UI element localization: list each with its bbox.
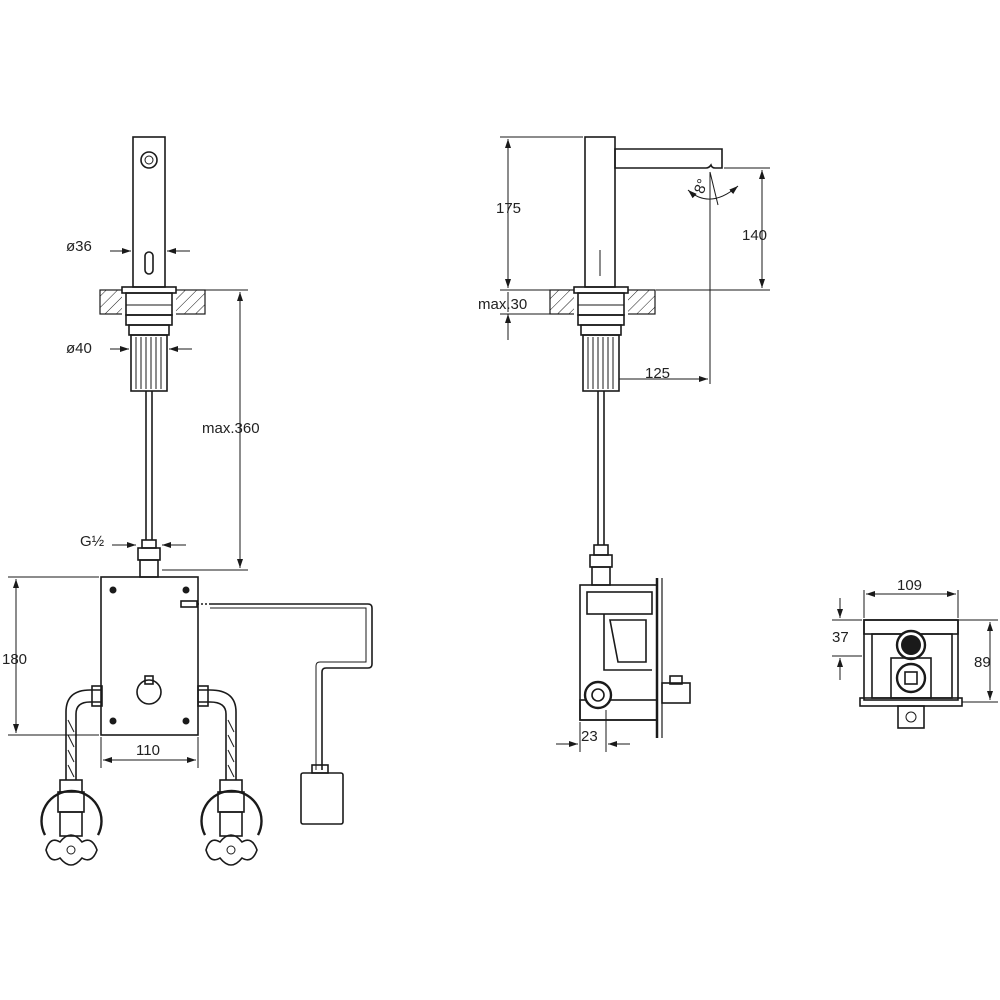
- dim-depth-label: 89: [974, 654, 991, 671]
- dim-height: 175: [496, 136, 583, 288]
- right-stop-valve: [200, 789, 263, 866]
- dim-counter-thickness: max.30: [478, 289, 550, 340]
- faucet-body-front: [121, 136, 177, 294]
- dim-outlet-height-label: 140: [742, 227, 767, 244]
- supply-hose-side: [589, 391, 613, 586]
- right-inlet-pipe: [197, 685, 243, 793]
- dim-spray-angle: 8°: [687, 171, 739, 206]
- faucet-base-front: [125, 292, 173, 392]
- dim-flange-label: 37: [832, 629, 849, 646]
- faucet-body-side: [573, 136, 723, 294]
- dim-outlet-height: 140: [656, 167, 770, 291]
- dim-flange: 37: [832, 598, 862, 680]
- dim-valve-spacing-label: 110: [136, 742, 160, 759]
- dim-box-offset: 23: [556, 710, 630, 752]
- battery-pack: [300, 772, 344, 825]
- control-box-front: [100, 576, 199, 736]
- left-inlet-pipe: [59, 685, 103, 793]
- control-box-side: [579, 578, 691, 738]
- dim-box-offset-label: 23: [581, 728, 598, 745]
- dim-spout-diameter: ø36: [66, 238, 190, 255]
- supply-hose-front: [137, 391, 161, 578]
- dim-spout-diameter-label: ø36: [66, 238, 92, 255]
- left-stop-valve: [40, 789, 103, 866]
- dim-base-diameter: ø40: [66, 340, 192, 357]
- dim-hose-length-label: max.360: [202, 420, 260, 437]
- dim-height-label: 175: [496, 200, 521, 217]
- dim-hose-length: max.360: [162, 289, 260, 571]
- dim-width: 109: [863, 577, 959, 618]
- front-view: ø36 ø40 max.360 G½ 180: [2, 136, 373, 866]
- dim-connection: G½: [80, 533, 186, 550]
- faucet-base-side: [577, 292, 625, 392]
- dim-depth: 89: [958, 619, 998, 703]
- countertop-side: [549, 289, 656, 315]
- dim-width-label: 109: [897, 577, 922, 594]
- dim-connection-label: G½: [80, 533, 105, 550]
- sensor-cable: [197, 603, 373, 774]
- dim-counter-thickness-label: max.30: [478, 296, 527, 313]
- dim-spray-angle-label: 8°: [691, 177, 712, 196]
- dim-reach: 125: [619, 172, 711, 384]
- dim-valve-spacing: 110: [100, 737, 199, 768]
- dim-box-height-label: 180: [2, 651, 27, 668]
- side-view: 175 max.30 140 125 8°: [478, 136, 770, 752]
- dim-box-height: 180: [2, 576, 99, 736]
- dim-base-diameter-label: ø40: [66, 340, 92, 357]
- dim-reach-label: 125: [645, 365, 670, 382]
- control-box-top: [859, 619, 963, 729]
- top-view: 109 37 89: [832, 577, 998, 729]
